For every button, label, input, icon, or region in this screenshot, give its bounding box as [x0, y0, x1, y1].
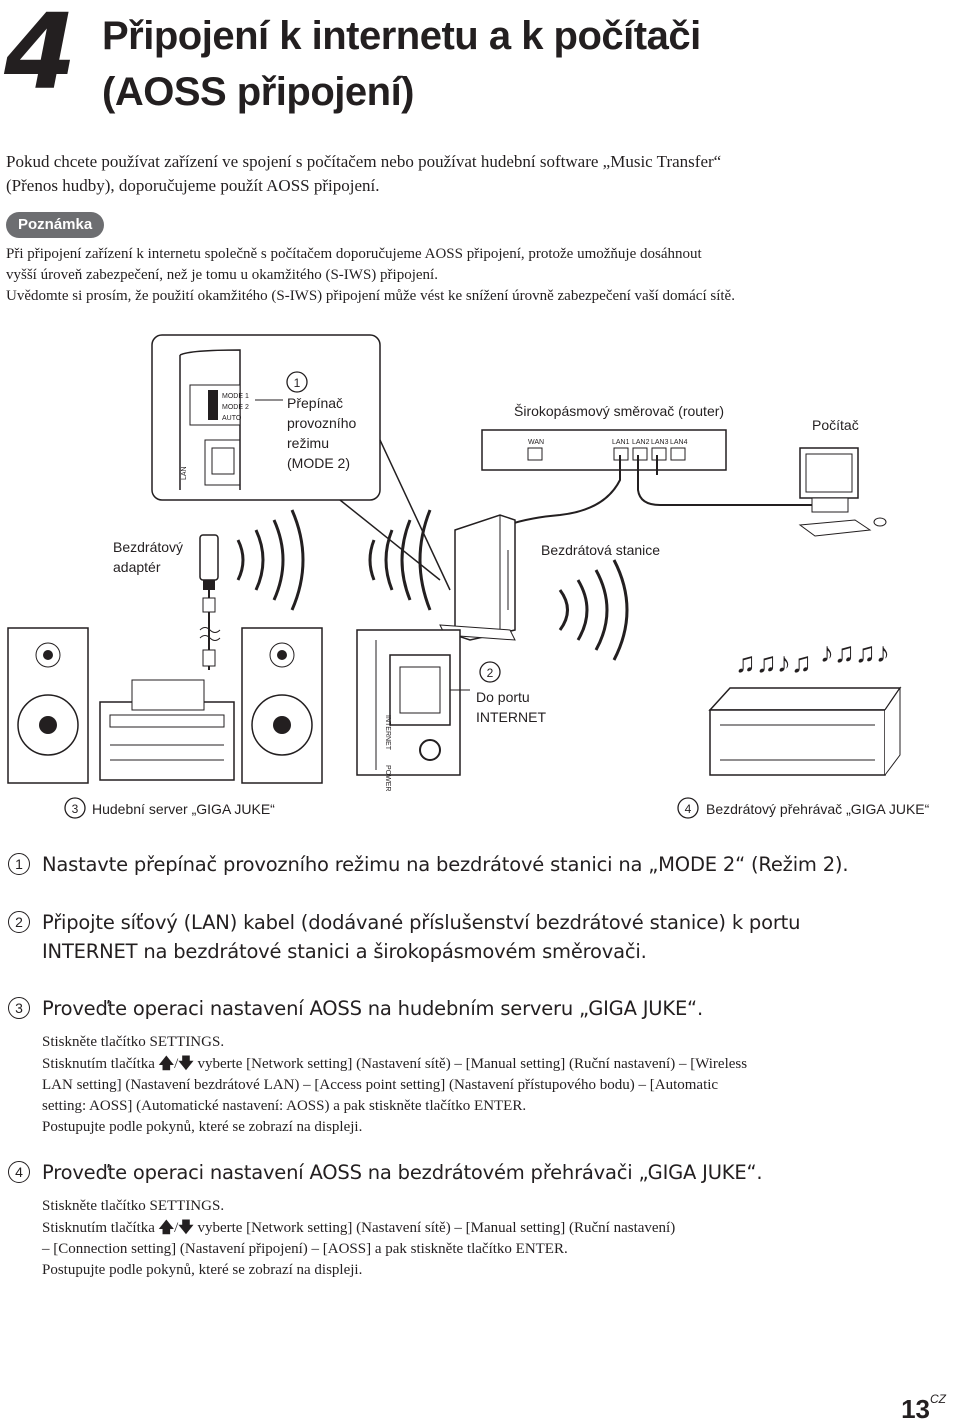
step-2-text: Připojte síťový (LAN) kabel (dodávané př… — [42, 908, 922, 966]
internet-port-label: INTERNET — [384, 715, 391, 751]
power-port-label: POWER — [384, 765, 391, 791]
callout-1-number: 1 — [294, 376, 301, 390]
note-line-2: vyšší úroveň zabezpečení, než je tomu u … — [6, 267, 438, 283]
step-4-sub3: – [Connection setting] (Nastavení připoj… — [42, 1241, 568, 1257]
note-line-3: Uvědomte si prosím, že použití okamžitéh… — [6, 288, 735, 304]
player-label: Bezdrátový přehrávač „GIGA JUKE“ — [706, 801, 930, 817]
step-3-sub4: setting: AOSS] (Automatické nastavení: A… — [42, 1098, 527, 1114]
switch-auto-label: AUTO — [222, 415, 242, 422]
router-lan4-label: LAN4 — [670, 439, 688, 446]
callout-2-number: 2 — [487, 666, 494, 680]
step-3-details: Stiskněte tlačítko SETTINGS. Stisknutím … — [42, 1032, 922, 1138]
callout-2-line1: Do portu — [476, 689, 530, 705]
callout-1-line3: režimu — [287, 435, 329, 451]
router-lan3-label: LAN3 — [651, 439, 669, 446]
step-2-line1: Připojte síťový (LAN) kabel (dodávané př… — [42, 911, 801, 934]
arrow-up-icon: 🡅 — [158, 1218, 175, 1236]
computer-label: Počítač — [812, 417, 859, 433]
step-3-sub2: Stisknutím tlačítka 🡅/🡇 vyberte [Network… — [42, 1053, 922, 1075]
step-4-details: Stiskněte tlačítko SETTINGS. Stisknutím … — [42, 1196, 922, 1281]
svg-text:♪♫♫♪: ♪♫♫♪ — [820, 637, 890, 668]
internet-port-callout: INTERNET POWER 2 Do portu INTERNET — [356, 629, 546, 791]
step-3-text: Proveďte operaci nastavení AOSS na hudeb… — [42, 997, 703, 1020]
lan-port-label: LAN — [181, 466, 188, 480]
note-text: Při připojení zařízení k internetu spole… — [6, 244, 936, 307]
music-notes: ♫♫♪♫ ♪♫♫♪ — [735, 637, 890, 678]
step-3-sub3: LAN setting] (Nastavení bezdrátové LAN) … — [42, 1077, 719, 1093]
step-2-number: 2 — [8, 911, 30, 933]
step-4-sub2-prefix: Stisknutím tlačítka — [42, 1220, 155, 1236]
arrow-down-icon: 🡇 — [178, 1218, 194, 1236]
note-line-1: Při připojení zařízení k internetu spole… — [6, 246, 702, 262]
title-line-1: Připojení k internetu a k počítači — [102, 14, 701, 58]
step-4-sub2-rest: vyberte [Network setting] (Nastavení sít… — [197, 1220, 676, 1236]
arrow-separator: / — [174, 1056, 179, 1072]
page-number: 13CZ — [901, 1392, 946, 1425]
callout-1-line1: Přepínač — [287, 395, 343, 411]
step-4-text: Proveďte operaci nastavení AOSS na bezdr… — [42, 1161, 763, 1184]
server-label-group: 3 Hudební server „GIGA JUKE“ — [64, 797, 275, 819]
step-1-number: 1 — [8, 853, 30, 875]
server-number: 3 — [72, 802, 79, 816]
computer: Počítač — [798, 417, 887, 537]
arrow-separator: / — [174, 1220, 179, 1236]
intro-line-1: Pokud chcete používat zařízení ve spojen… — [6, 152, 722, 171]
switch-mode1-label: MODE 1 — [222, 393, 249, 400]
intro-line-2: (Přenos hudby), doporučujeme použít AOSS… — [6, 176, 380, 195]
player-label-group: 4 Bezdrátový přehrávač „GIGA JUKE“ — [677, 797, 930, 819]
step-3-sub1: Stiskněte tlačítko SETTINGS. — [42, 1034, 225, 1050]
title-line-2: (AOSS připojení) — [102, 70, 415, 114]
wireless-waves — [236, 509, 629, 661]
arrow-up-icon: 🡅 — [158, 1054, 175, 1072]
wireless-station: Bezdrátová stanice — [439, 514, 660, 641]
callout-1-line2: provozního — [287, 415, 356, 431]
server-label: Hudební server „GIGA JUKE“ — [92, 801, 275, 817]
svg-text:♫♫♪♫: ♫♫♪♫ — [735, 647, 812, 678]
switch-mode2-label: MODE 2 — [222, 404, 249, 411]
music-server — [7, 627, 323, 784]
router-lan2-label: LAN2 — [632, 439, 650, 446]
chapter-number: 4 — [4, 0, 76, 113]
note-badge: Poznámka — [6, 212, 105, 238]
router-lan1-label: LAN1 — [612, 439, 630, 446]
step-3-sub2-rest: vyberte [Network setting] (Nastavení sít… — [197, 1056, 748, 1072]
step-4-number: 4 — [8, 1161, 30, 1183]
callout-1-line4: (MODE 2) — [287, 455, 350, 471]
step-4-sub2: Stisknutím tlačítka 🡅/🡇 vyberte [Network… — [42, 1217, 922, 1239]
arrow-down-icon: 🡇 — [178, 1054, 194, 1072]
step-2-line2: INTERNET na bezdrátové stanici a širokop… — [42, 940, 647, 963]
intro-paragraph: Pokud chcete používat zařízení ve spojen… — [6, 150, 906, 198]
adapter-label-line1: Bezdrátový — [113, 539, 183, 555]
page-number-value: 13 — [901, 1394, 930, 1424]
wireless-player — [708, 686, 902, 776]
router: Širokopásmový směrovač (router) WAN LAN1… — [469, 403, 815, 546]
connection-diagram: MODE 1 MODE 2 AUTO LAN 1 Přepínač provoz… — [7, 334, 930, 819]
callout-2-line2: INTERNET — [476, 709, 546, 725]
wireless-adapter: Bezdrátový adaptér — [113, 534, 221, 670]
step-3-sub5: Postupujte podle pokynů, které se zobraz… — [42, 1119, 363, 1135]
player-number: 4 — [685, 802, 692, 816]
page-title: Připojení k internetu a k počítači (AOSS… — [102, 8, 701, 120]
router-label: Širokopásmový směrovač (router) — [514, 403, 724, 419]
router-wan-label: WAN — [528, 439, 544, 446]
step-3-number: 3 — [8, 997, 30, 1019]
page-language-code: CZ — [930, 1392, 946, 1406]
step-4-sub1: Stiskněte tlačítko SETTINGS. — [42, 1198, 225, 1214]
station-label: Bezdrátová stanice — [541, 542, 660, 558]
step-4-sub4: Postupujte podle pokynů, které se zobraz… — [42, 1262, 363, 1278]
step-3-sub2-prefix: Stisknutím tlačítka — [42, 1056, 155, 1072]
mode-switch-callout: MODE 1 MODE 2 AUTO LAN 1 Přepínač provoz… — [151, 334, 451, 591]
step-1-text: Nastavte přepínač provozního režimu na b… — [42, 853, 849, 876]
adapter-label-line2: adaptér — [113, 559, 161, 575]
